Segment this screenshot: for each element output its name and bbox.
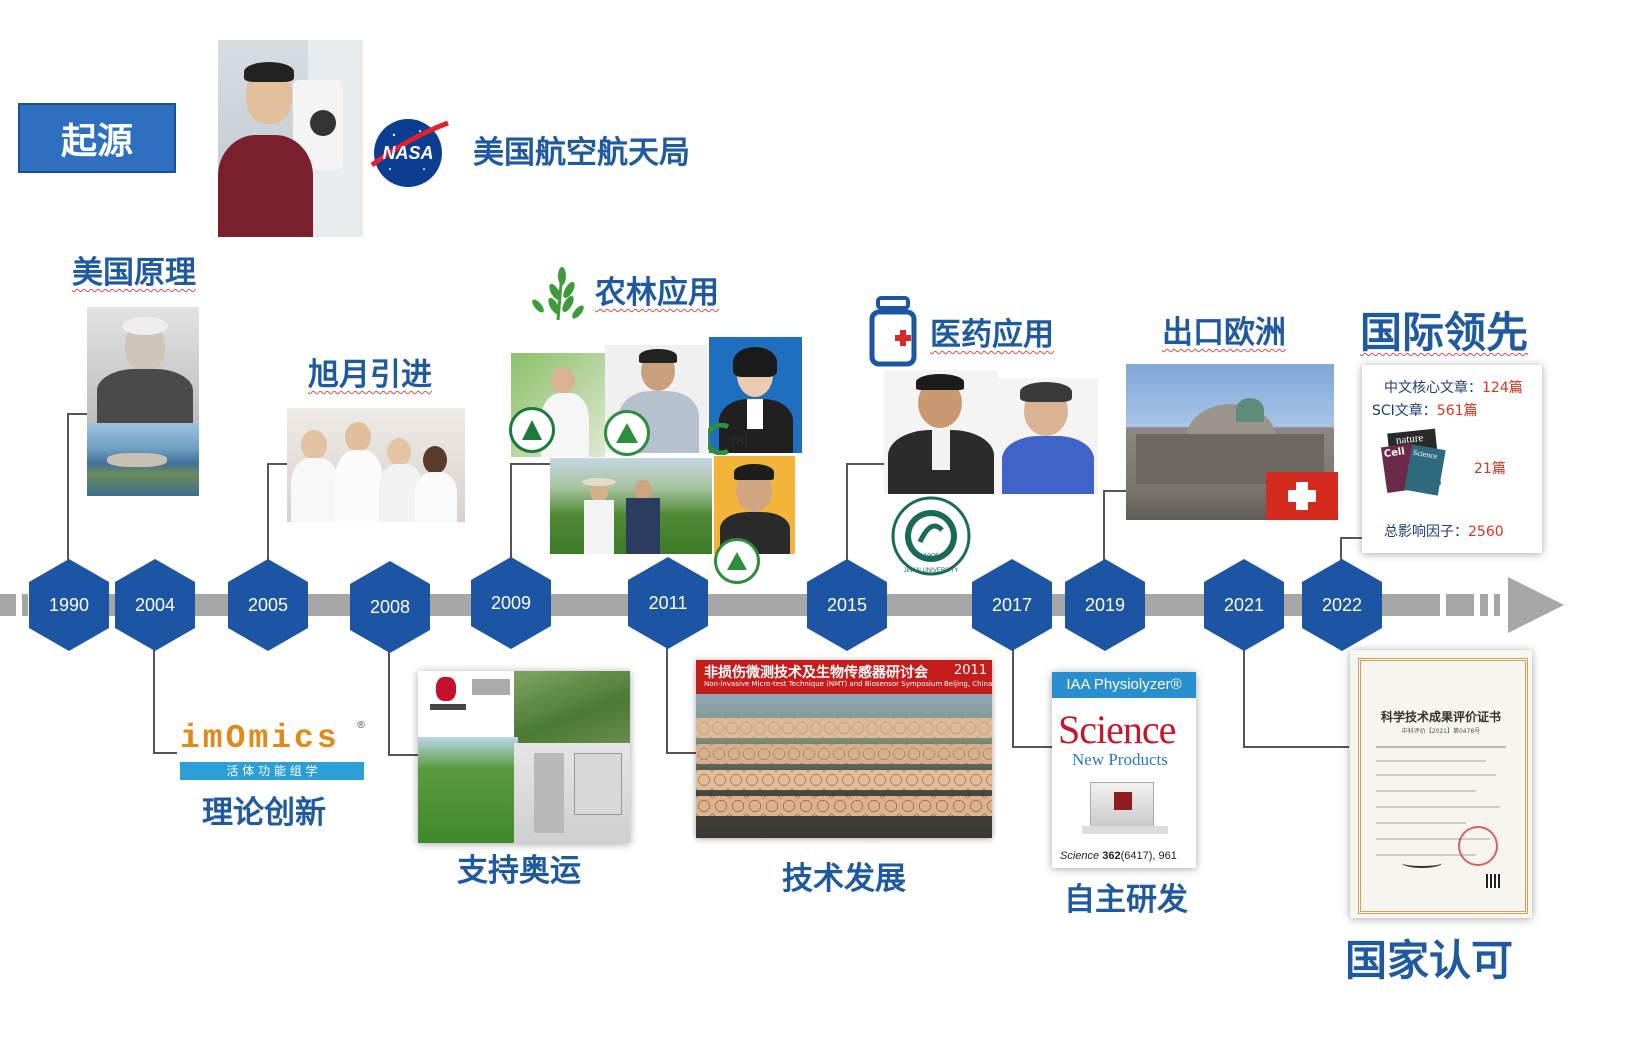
title-xuyue-intro: 旭月引进	[308, 357, 432, 393]
science-new-products: New Products	[1072, 750, 1168, 769]
swiss-flag	[1266, 472, 1338, 520]
scientist-photo	[218, 40, 363, 237]
elder-scientist-photo	[87, 307, 199, 423]
rice-field-photo	[550, 458, 712, 554]
imomics-reg: ®	[356, 720, 366, 731]
young-man-portrait-photo	[714, 456, 795, 554]
year-2004: 2004	[115, 559, 195, 651]
title-tech-development: 技术发展	[782, 861, 906, 897]
title-us-principle: 美国原理	[72, 255, 196, 291]
university-seal-2	[604, 410, 650, 456]
symposium-year: 2011	[954, 663, 988, 678]
lab-team-photo	[287, 408, 465, 522]
year-2008: 2008	[350, 561, 430, 653]
jinan-year: 1906	[923, 553, 939, 560]
science-card: IAA Physiolyzer® Science New Products Sc…	[1052, 672, 1196, 868]
sci-stat: SCI文章：561篇	[1372, 403, 1478, 419]
title-export-europe: 出口欧洲	[1162, 315, 1286, 351]
coastal-city-photo	[87, 423, 199, 496]
physiolyzer-device	[1082, 776, 1168, 840]
year-2005: 2005	[228, 559, 308, 651]
nasa-logo: NASA	[370, 117, 449, 189]
symposium-photo: 非损伤微测技术及生物传感器研讨会 2011 Non-invasive Micro…	[696, 660, 992, 838]
tri-logo: TRI	[704, 422, 756, 456]
jinan-university-seal: 1906 JINAN UNIVERSITY	[890, 496, 972, 576]
certificate-number: 中科评价【2021】第0478号	[1401, 728, 1481, 735]
year-2019: 2019	[1065, 559, 1145, 651]
title-national-recognition: 国家认可	[1345, 936, 1514, 985]
symposium-banner: 非损伤微测技术及生物传感器研讨会 2011 Non-invasive Micro…	[696, 660, 992, 694]
woman-portrait-photo	[709, 337, 802, 453]
nasa-title: 美国航空航天局	[473, 135, 690, 171]
symposium-cn-title: 非损伤微测技术及生物传感器研讨会	[704, 665, 928, 681]
certificate-title: 科学技术成果评价证书	[1380, 710, 1501, 724]
impact-factor-stat: 总影响因子：2560	[1384, 524, 1504, 540]
title-medical: 医药应用	[930, 317, 1054, 353]
science-journal-title: Science	[1058, 707, 1176, 752]
timeline-arrow-head	[1508, 577, 1564, 633]
jinan-name: JINAN UNIVERSITY	[903, 568, 958, 574]
beijing-olympics-logo	[428, 677, 468, 713]
tri-text: TRI	[730, 435, 748, 447]
year-2009: 2009	[471, 557, 551, 649]
top-journal-count: 21篇	[1474, 461, 1506, 477]
journal-science: Science	[1412, 447, 1439, 461]
title-independent-rd: 自主研发	[1064, 882, 1188, 918]
female-professor-photo	[998, 378, 1098, 494]
group-crowd	[696, 694, 992, 838]
year-2017: 2017	[972, 559, 1052, 651]
olympics-collage	[418, 671, 630, 843]
year-2021: 2021	[1204, 559, 1284, 651]
wheat-icon	[528, 262, 590, 322]
title-theory-innovation: 理论创新	[202, 795, 326, 831]
professor-photo	[605, 345, 707, 453]
science-citation: Science 362(6417), 961	[1060, 850, 1177, 862]
title-intl-leading: 国际领先	[1360, 308, 1529, 357]
physiolyzer-header: IAA Physiolyzer®	[1052, 672, 1196, 698]
year-1990: 1990	[29, 559, 109, 651]
stats-card: 中文核心文章：124篇 SCI文章：561篇 nature Cell Scien…	[1362, 365, 1542, 553]
title-agri-forestry: 农林应用	[595, 275, 719, 311]
university-seal-1	[509, 407, 555, 453]
journal-covers: nature Cell Science	[1380, 428, 1446, 496]
imomics-wordmark: imOmics	[180, 720, 340, 757]
origin-box: 起源	[18, 103, 176, 173]
imomics-subtitle: 活 体 功 能 组 学	[180, 762, 364, 780]
symposium-en-title: Non-invasive Micro-test Technique (NMT) …	[704, 680, 943, 688]
red-seal	[1458, 826, 1498, 866]
cn-core-stat: 中文核心文章：124篇	[1384, 380, 1523, 396]
university-seal-3	[714, 538, 760, 584]
nasa-wordmark: NASA	[382, 143, 433, 163]
year-2011: 2011	[628, 557, 708, 649]
origin-label: 起源	[60, 121, 133, 162]
year-2022: 2022	[1302, 559, 1382, 651]
journal-cell: Cell	[1383, 446, 1406, 461]
male-professor-photo	[884, 370, 998, 494]
imomics-logo: imOmics ® 活 体 功 能 组 学	[178, 720, 370, 782]
certificate: 科学技术成果评价证书 中科评价【2021】第0478号	[1350, 650, 1532, 918]
symposium-location: Beijing, China	[944, 680, 992, 688]
title-support-olympics: 支持奥运	[457, 853, 581, 889]
year-2015: 2015	[807, 559, 887, 651]
qr-code	[1486, 874, 1500, 888]
medicine-bottle-icon	[868, 296, 918, 368]
